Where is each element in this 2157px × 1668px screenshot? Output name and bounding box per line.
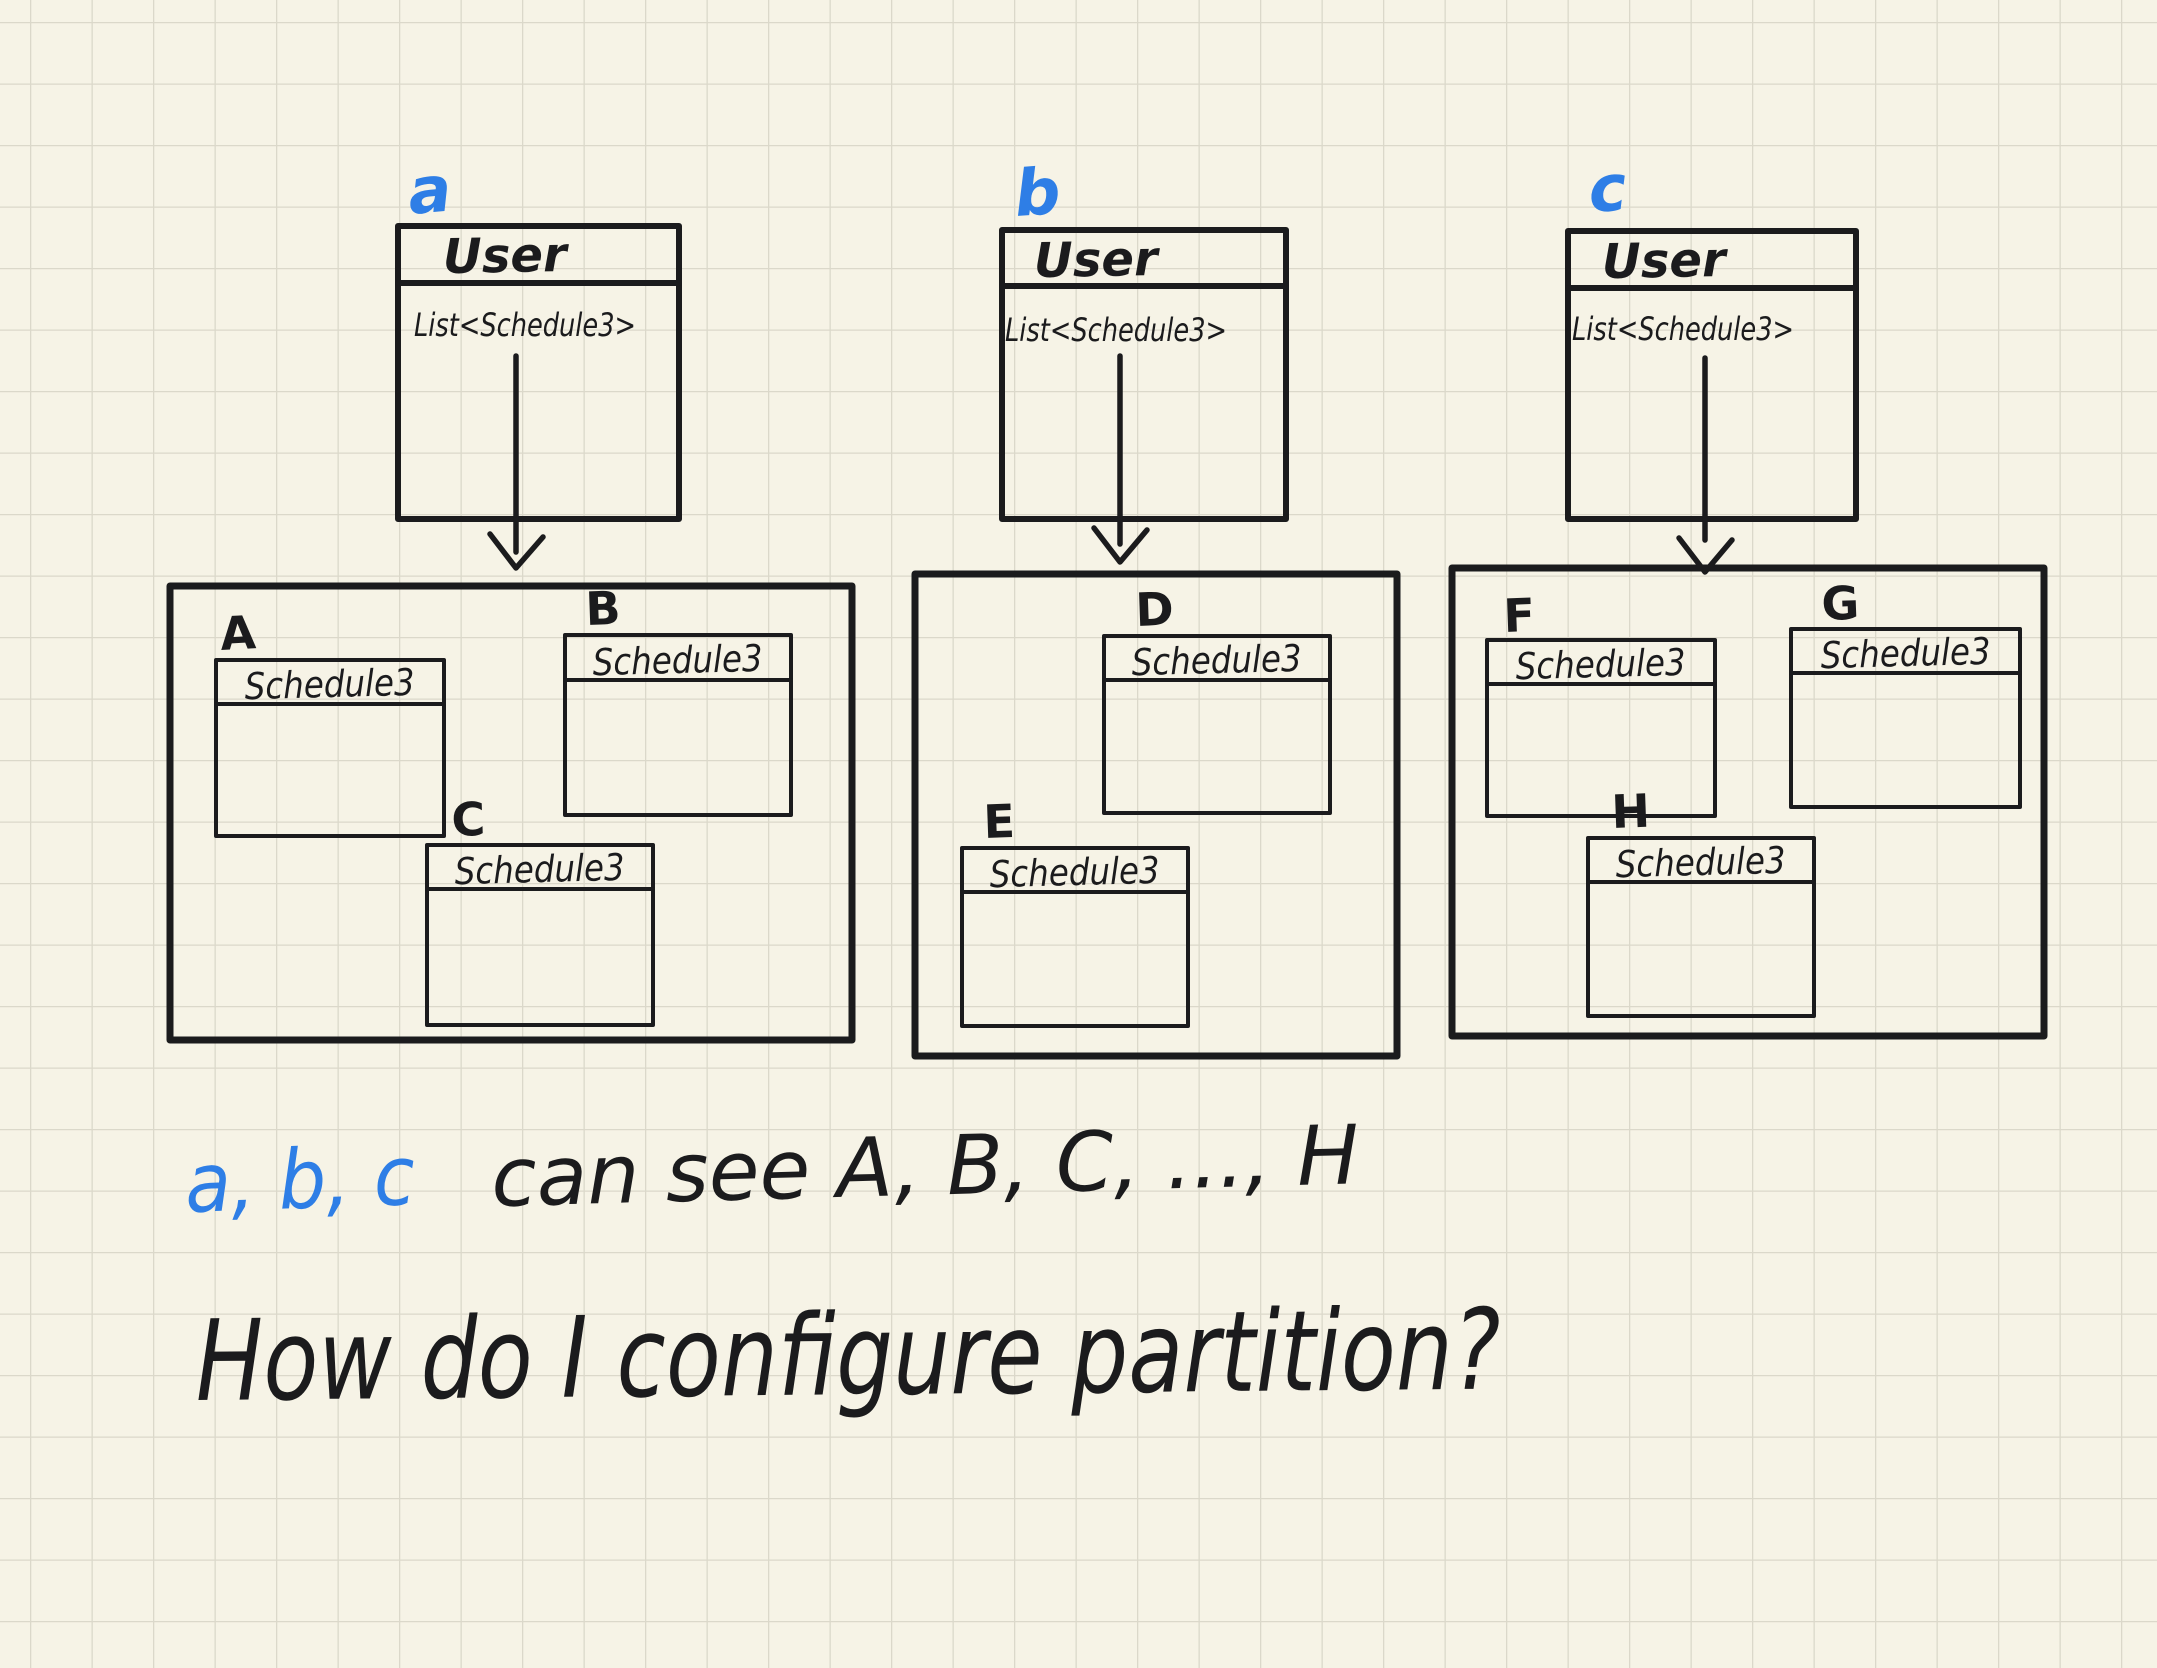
annotation-question: How do I configure partition? — [195, 1286, 1501, 1427]
schedule-e-title: Schedule3 — [989, 849, 1160, 896]
schedule-g-rect — [1789, 627, 2022, 809]
arrow-c — [1676, 355, 1735, 575]
schedule-box-h: Schedule3 — [1586, 836, 1816, 1018]
user-a-attribute: List<Schedule3> — [414, 306, 636, 344]
schedule-e-rect — [960, 846, 1190, 1028]
schedule-g-label: G — [1820, 576, 1860, 631]
arrow-b-head — [1091, 525, 1150, 565]
partition-1-box — [166, 582, 856, 1044]
user-class-b: b User List<Schedule3> — [999, 155, 1289, 565]
user-class-a: a User List<Schedule3> — [395, 152, 682, 571]
schedule-h-label: H — [1610, 784, 1650, 839]
schedule-a-title: Schedule3 — [244, 661, 415, 708]
schedule-f-label: F — [1502, 588, 1535, 643]
schedule-h-rect — [1586, 836, 1816, 1018]
user-c-label: c — [1586, 151, 1629, 227]
annotation-line-1: a, b, c can see A, B, C, ..., H — [183, 1108, 1360, 1232]
arrow-b — [1091, 353, 1150, 565]
schedule-box-a: Schedule3 — [214, 658, 446, 838]
arrow-c-head — [1676, 535, 1735, 575]
annotation-line1-subject: a, b, c — [183, 1129, 416, 1232]
user-b-label: b — [1012, 155, 1063, 232]
schedule-f-rect — [1485, 638, 1717, 818]
schedule-d-label: D — [1134, 582, 1174, 637]
arrow-a-head — [487, 531, 546, 571]
annotation-line1-rest: can see A, B, C, ..., H — [490, 1108, 1360, 1226]
partition-2-box — [911, 570, 1401, 1060]
schedule-f-title: Schedule3 — [1515, 641, 1686, 688]
schedule-box-f: Schedule3 — [1485, 638, 1717, 818]
schedule-a-label: A — [219, 605, 258, 661]
user-class-c: c User List<Schedule3> — [1565, 151, 1859, 575]
schedule-b-title: Schedule3 — [592, 637, 763, 684]
schedule-b-rect — [563, 633, 793, 817]
schedule-e-label: E — [982, 794, 1015, 849]
partition-3: F Schedule3 G Schedule3 H Schedule3 — [1448, 564, 2048, 1040]
schedule-d-rect — [1102, 634, 1332, 815]
user-a-title: User — [442, 227, 570, 285]
schedule-box-e: Schedule3 — [960, 846, 1190, 1028]
user-c-title: User — [1601, 232, 1729, 290]
schedule-g-title: Schedule3 — [1820, 630, 1991, 677]
arrow-a — [487, 353, 546, 571]
partition-3-box — [1448, 564, 2048, 1040]
schedule-h-title: Schedule3 — [1615, 839, 1786, 886]
user-c-attribute: List<Schedule3> — [1572, 310, 1794, 348]
user-a-label: a — [405, 152, 454, 229]
schedule-a-rect — [214, 658, 446, 838]
annotation-line-2: How do I configure partition? — [195, 1286, 1501, 1427]
schedule-box-d: Schedule3 — [1102, 634, 1332, 815]
partition-2: D Schedule3 E Schedule3 — [911, 570, 1401, 1060]
schedule-d-title: Schedule3 — [1131, 637, 1302, 684]
user-a-box — [395, 223, 682, 522]
user-c-box — [1565, 228, 1859, 522]
schedule-c-label: C — [450, 792, 486, 847]
schedule-box-g: Schedule3 — [1789, 627, 2022, 809]
user-b-title: User — [1033, 231, 1161, 289]
user-b-attribute: List<Schedule3> — [1005, 311, 1227, 349]
partition-1: A Schedule3 B Schedule3 C Schedule3 — [166, 581, 856, 1044]
schedule-b-label: B — [584, 581, 621, 636]
schedule-c-title: Schedule3 — [454, 846, 625, 893]
schedule-box-b: Schedule3 — [563, 633, 793, 817]
user-b-box — [999, 227, 1289, 522]
schedule-c-rect — [425, 843, 655, 1027]
schedule-box-c: Schedule3 — [425, 843, 655, 1027]
